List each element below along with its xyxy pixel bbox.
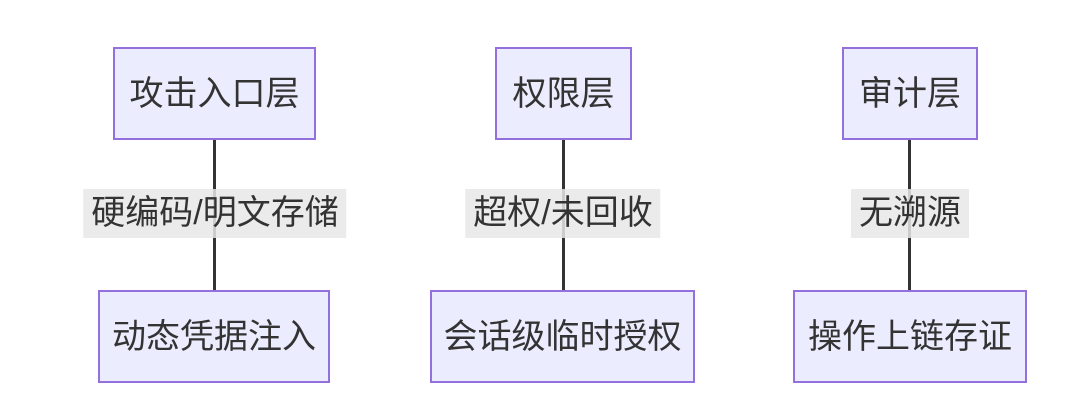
- edge-label-overprivilege-unreclaimed-text: 超权/未回收: [473, 194, 653, 232]
- node-dynamic-credential-injection: 动态凭据注入: [98, 290, 330, 383]
- node-operation-onchain-attestation-label: 操作上链存证: [808, 317, 1012, 356]
- node-permission-layer-label: 权限层: [512, 74, 615, 113]
- node-permission-layer: 权限层: [495, 47, 632, 140]
- edge-label-hardcoded-plaintext-storage: 硬编码/明文存储: [83, 189, 347, 239]
- node-dynamic-credential-injection-label: 动态凭据注入: [112, 317, 316, 356]
- node-audit-layer: 审计层: [842, 47, 978, 140]
- edge-label-no-traceability: 无溯源: [851, 189, 969, 239]
- edge-label-hardcoded-plaintext-storage-text: 硬编码/明文存储: [91, 194, 339, 232]
- node-audit-layer-label: 审计层: [859, 74, 961, 113]
- node-session-level-temporary-authorization: 会话级临时授权: [430, 290, 695, 383]
- edge-label-overprivilege-unreclaimed: 超权/未回收: [465, 189, 661, 239]
- node-operation-onchain-attestation: 操作上链存证: [793, 290, 1027, 383]
- edge-label-no-traceability-text: 无溯源: [859, 194, 961, 232]
- node-attack-entry-layer-label: 攻击入口层: [129, 74, 300, 113]
- node-attack-entry-layer: 攻击入口层: [113, 47, 316, 140]
- node-session-level-temporary-authorization-label: 会话级临时授权: [443, 317, 682, 356]
